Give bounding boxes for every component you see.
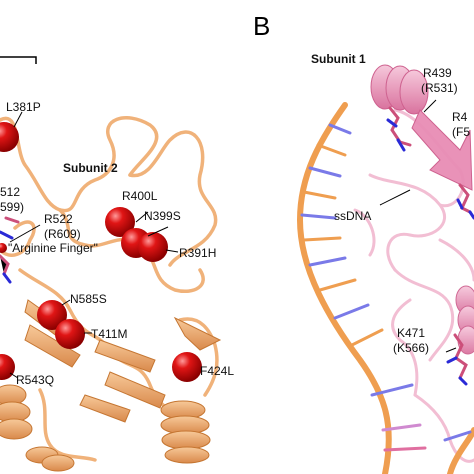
panel-b-letter: B	[253, 11, 270, 41]
subunit-2-label: Subunit 2	[63, 161, 118, 175]
label-r531: (R531)	[421, 81, 458, 95]
label-r439: R439	[423, 66, 452, 80]
label-r4-frag: R4	[452, 110, 468, 124]
mutation-spheres	[0, 122, 202, 382]
sphere-f424l	[172, 352, 202, 382]
sphere-l381p	[0, 122, 19, 152]
leader-lines-a	[9, 111, 179, 379]
protein-helix-lower-left	[0, 384, 75, 472]
sphere-r543q	[0, 354, 15, 380]
label-k566: (K566)	[393, 341, 429, 355]
sphere-r391h	[138, 232, 168, 262]
sphere-n585s	[37, 300, 67, 330]
label-r522: R522	[44, 212, 73, 226]
label-n585s: N585S	[70, 292, 107, 306]
label-r391h: R391H	[179, 246, 216, 260]
sphere-small-left	[0, 243, 7, 253]
label-l381p: L381P	[6, 100, 41, 114]
label-k471: K471	[397, 326, 425, 340]
leader-lines-b	[379, 99, 457, 353]
label-n399s: N399S	[144, 209, 181, 223]
label-t411m: T411M	[91, 327, 127, 341]
label-512: 512	[0, 185, 20, 199]
protein-helix-right-b	[455, 285, 474, 355]
sphere-r400l	[105, 207, 135, 237]
label-arginine-finger: "Arginine Finger"	[8, 241, 98, 255]
label-f5-frag: (F5	[452, 125, 470, 139]
ssdna-backbone	[296, 102, 474, 474]
protein-ribbon-sheets	[24, 299, 222, 423]
ssdna-label: ssDNA	[334, 209, 371, 223]
label-f424l: F424L	[200, 364, 234, 378]
residue-sticks-b	[386, 106, 474, 386]
ssdna-bases	[300, 123, 472, 452]
label-r543q: R543Q	[16, 373, 54, 387]
panel-a: Subunit 2 L381P 512 599) R522 (R609) "Ar…	[0, 56, 234, 472]
subunit-1-label: Subunit 1	[311, 52, 366, 66]
protein-helix-top-b	[370, 64, 473, 191]
scale-bar	[0, 56, 37, 64]
sphere-t411m	[55, 319, 85, 349]
label-r609: (R609)	[44, 227, 81, 241]
panel-b: B	[253, 11, 474, 474]
label-r400l: R400L	[122, 189, 158, 203]
label-599: 599)	[0, 200, 24, 214]
protein-helix-lower-right	[160, 400, 211, 464]
arginine-finger-sticks	[0, 216, 20, 284]
